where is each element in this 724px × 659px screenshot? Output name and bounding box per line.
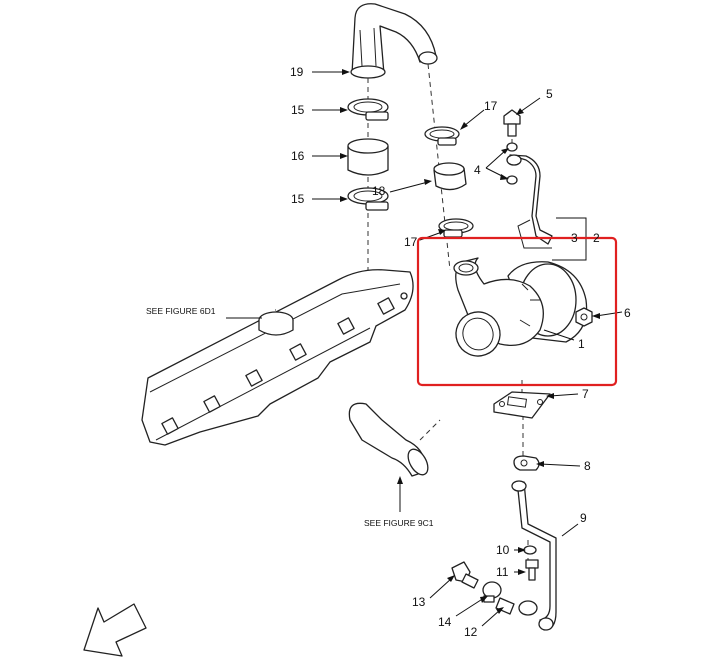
hose-18 [433, 162, 467, 191]
hose-12 [495, 597, 515, 615]
highlight-box [416, 236, 618, 387]
callout-labels: 19 15 16 15 17 18 17 5 4 3 2 6 1 7 8 9 1… [290, 65, 631, 639]
gasket-8 [513, 455, 540, 471]
callout-9: 9 [580, 511, 587, 525]
bolt-5 [503, 109, 521, 137]
clamp-17-lower [438, 218, 474, 238]
callout-14: 14 [438, 615, 452, 629]
clamp-bottom [518, 600, 554, 631]
gasket-7 [493, 391, 551, 419]
callout-10: 10 [496, 543, 510, 557]
callout-2: 2 [593, 231, 600, 245]
fitting-13 [451, 561, 479, 589]
exhaust-manifold [141, 269, 414, 446]
washers-4 [506, 142, 518, 185]
callout-17-upper: 17 [484, 99, 498, 113]
callout-13: 13 [412, 595, 426, 609]
callout-19: 19 [290, 65, 304, 79]
callout-7: 7 [582, 387, 589, 401]
hose-clamp-lower [347, 187, 389, 211]
turbocharger [453, 257, 588, 357]
bolt-11 [525, 559, 539, 581]
exhaust-hose [348, 402, 429, 477]
callout-3: 3 [571, 231, 578, 245]
callout-leaders [226, 69, 623, 627]
hose-clamp-upper [347, 98, 389, 121]
intake-elbow-pipe [350, 3, 438, 79]
callout-12: 12 [464, 625, 478, 639]
hose-sleeve [347, 138, 389, 176]
nut-6 [575, 307, 593, 327]
clamp-14 [482, 581, 502, 603]
callout-5: 5 [546, 87, 553, 101]
callout-15-lower: 15 [291, 192, 305, 206]
callout-15-upper: 15 [291, 103, 305, 117]
clamp-17-upper [424, 126, 460, 146]
callout-17-lower: 17 [404, 235, 418, 249]
callout-18: 18 [372, 184, 386, 198]
callout-1: 1 [578, 337, 585, 351]
callout-4: 4 [474, 163, 481, 177]
callout-11: 11 [496, 565, 509, 579]
note-see-figure-6d1: SEE FIGURE 6D1 [146, 306, 216, 316]
oil-supply-line [506, 154, 553, 249]
callout-8: 8 [584, 459, 591, 473]
callout-16: 16 [291, 149, 305, 163]
callout-6: 6 [624, 306, 631, 320]
note-see-figure-9c1: SEE FIGURE 9C1 [364, 518, 434, 528]
orientation-arrow [83, 603, 147, 657]
